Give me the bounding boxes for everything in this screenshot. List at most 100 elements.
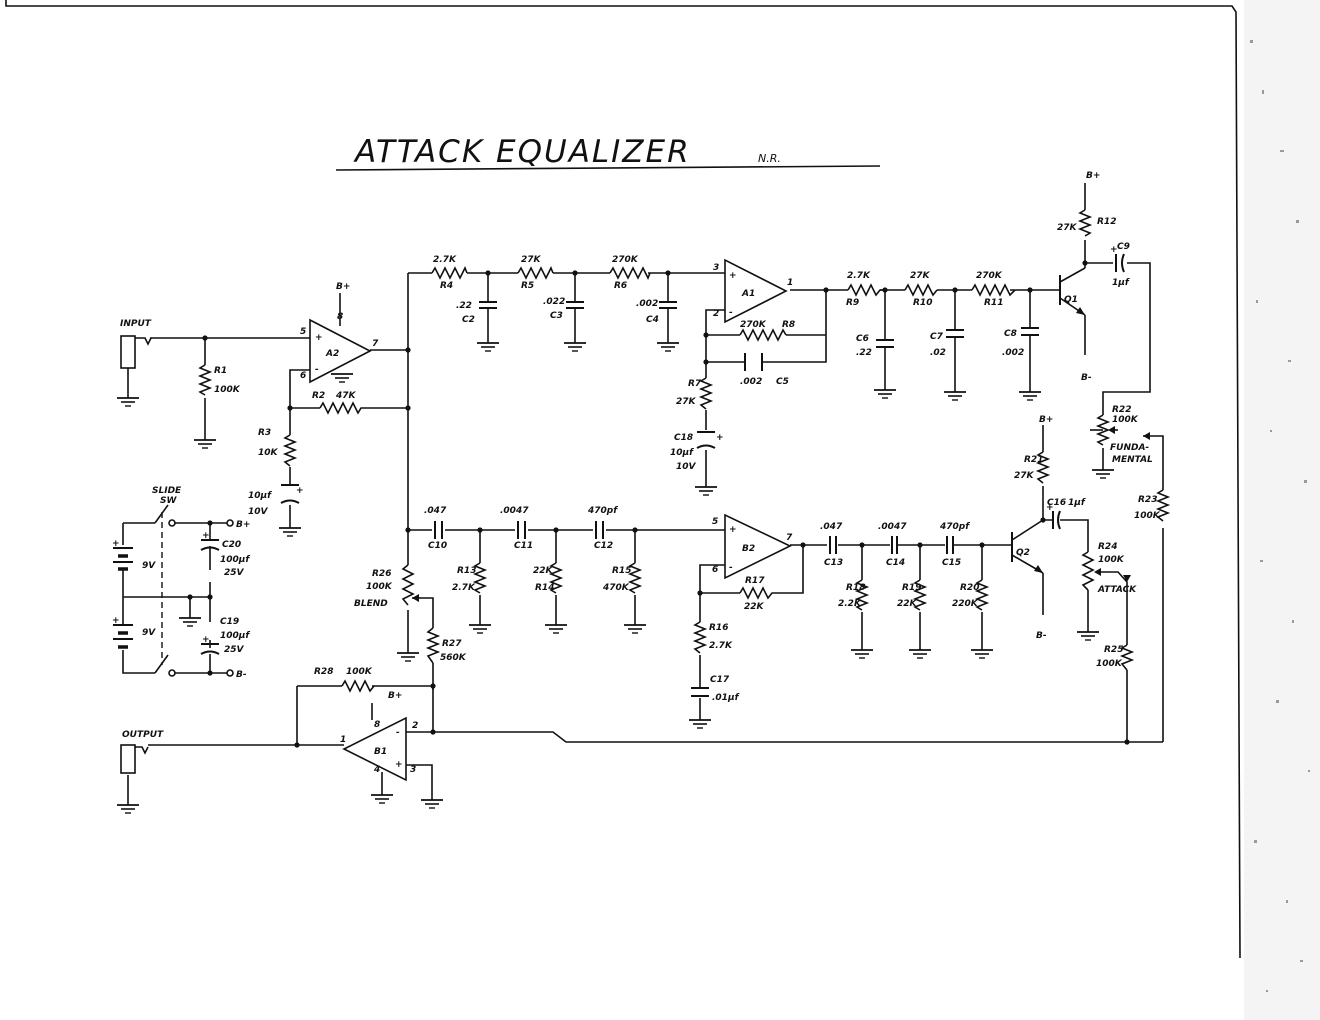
battery-2 (113, 624, 133, 649)
value-r8: 270K (740, 320, 767, 330)
value-c3: .022 (543, 297, 565, 307)
resistor-r3 (282, 434, 298, 467)
pin-b1-2: 2 (412, 721, 418, 731)
label-r9: R9 (846, 298, 859, 308)
pin-b1-3: 3 (410, 765, 416, 775)
label-r23: R23 (1138, 495, 1157, 505)
value-r18: 2.2K (838, 599, 862, 609)
input-label: INPUT (120, 319, 152, 329)
label-r5: R5 (521, 281, 534, 291)
pin-a2-plus: + (315, 333, 323, 343)
pin-a2-minus: - (315, 365, 319, 375)
pin-a2-8: 8 (337, 312, 343, 322)
label-r1: R1 (214, 366, 227, 376)
label-r11: R11 (984, 298, 1003, 308)
capacitor-c6 (876, 339, 894, 348)
resistor-r5 (517, 266, 554, 280)
value-r24: 100K (1098, 555, 1125, 565)
value-r2: 47K (335, 391, 357, 401)
resistor-r13 (472, 562, 488, 594)
value-r15: 470K (602, 583, 630, 593)
value-r4: 2.7K (433, 255, 457, 265)
pot-wipers (412, 426, 1150, 602)
value-r20: 220K (952, 599, 979, 609)
label-c15: C15 (942, 558, 961, 568)
label-r24: R24 (1098, 542, 1117, 552)
pin-a2-6: 6 (300, 371, 306, 381)
resistor-r28 (341, 679, 375, 693)
label-c20: C20 (222, 540, 241, 550)
value-r13: 2.7K (452, 583, 476, 593)
resistor-r14 (548, 562, 564, 594)
value-r12: 27K (1057, 223, 1078, 233)
label-fundamental-2: MENTAL (1112, 455, 1153, 465)
label-r25: R25 (1104, 645, 1123, 655)
capacitor-c9 (1115, 253, 1125, 273)
label-c16: C16 (1047, 498, 1066, 508)
label-r21: R21 (1024, 455, 1043, 465)
transistor-q1-label: Q1 (1064, 295, 1078, 305)
label-r8: R8 (782, 320, 795, 330)
opamps (309, 258, 792, 782)
transistor-q2-label: Q2 (1016, 548, 1030, 558)
pin-a1-2: 2 (713, 309, 719, 319)
value-r21: 27K (1014, 471, 1035, 481)
pin-a2-5: 5 (300, 327, 306, 337)
value-c16: 1µf (1068, 498, 1086, 508)
capacitors (200, 253, 1125, 697)
capacitor-c20 (200, 539, 220, 551)
opamp-a2 (309, 318, 372, 384)
label-c7: C7 (930, 332, 944, 342)
switch-label: SLIDE (152, 486, 182, 496)
capacitor-c13 (829, 536, 837, 554)
pin-b2-5: 5 (712, 517, 718, 527)
pin-b1-minus: - (396, 728, 400, 738)
value-r11: 270K (976, 271, 1003, 281)
value-r3: 10K (258, 448, 279, 458)
label-r3: R3 (258, 428, 271, 438)
bplus-q1: B+ (1086, 171, 1100, 181)
resistor-r26-pot (401, 564, 415, 606)
label-r10: R10 (913, 298, 932, 308)
value-r1: 100K (214, 385, 241, 395)
resistor-r7 (698, 377, 714, 410)
rating-c19: 25V (224, 645, 245, 655)
opamp-a2-label: A2 (325, 349, 339, 359)
bminus-q1: B- (1081, 373, 1092, 383)
label-r26: R26 (372, 569, 391, 579)
label-c8: C8 (1004, 329, 1017, 339)
opamp-a1 (724, 258, 788, 324)
resistor-r2 (319, 401, 372, 415)
capacitor-c11 (517, 521, 526, 539)
polarity-c16: + (1046, 503, 1054, 513)
pin-b2-7: 7 (786, 533, 793, 543)
bplus-a2: B+ (336, 282, 350, 292)
capacitor-c15 (946, 536, 954, 554)
wiring (122, 183, 1164, 805)
label-c11: C11 (514, 541, 533, 551)
value-r9: 2.7K (847, 271, 871, 281)
input-jack (120, 335, 152, 369)
jacks (120, 335, 152, 774)
bplus-battery: B+ (236, 520, 250, 530)
value-c19: 100µf (220, 631, 250, 641)
label-r2: R2 (312, 391, 325, 401)
value-c2: .22 (456, 301, 472, 311)
value-c10: .047 (424, 506, 447, 516)
author-initials: N.R. (758, 152, 781, 165)
capacitor-c12 (595, 521, 604, 539)
slide-switch (154, 504, 176, 677)
opamp-a1-label: A1 (741, 289, 755, 299)
label-c4: C4 (646, 315, 659, 325)
capacitor-c19 (200, 643, 220, 655)
polarity-c9: + (1110, 245, 1118, 255)
value-c13: .047 (820, 522, 843, 532)
pin-a1-3: 3 (713, 263, 719, 273)
label-attack: ATTACK (1097, 585, 1137, 595)
label-c13: C13 (824, 558, 843, 568)
label-c19: C19 (220, 617, 239, 627)
opamp-b1-label: B1 (374, 747, 387, 757)
pin-b1-4: 4 (373, 765, 380, 775)
resistor-r18 (854, 579, 870, 611)
